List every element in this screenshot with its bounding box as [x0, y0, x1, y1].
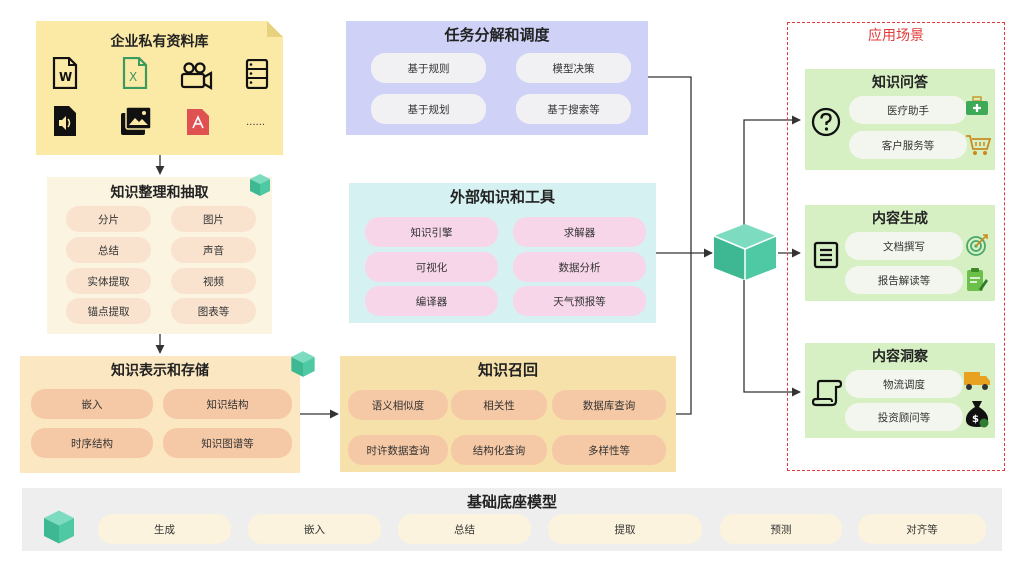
- scroll-icon: [812, 379, 842, 407]
- cube-icon: [40, 509, 78, 545]
- shopping-cart-icon: [965, 133, 991, 157]
- excel-document-icon: X: [122, 57, 148, 89]
- foundation-item: 预测: [720, 514, 842, 544]
- tools-item: 数据分析: [513, 252, 646, 282]
- app-group-generation: 内容生成 文档撰写 报告解读等: [805, 205, 995, 301]
- storage-panel: 知识表示和存储 嵌入 知识结构 时序结构 知识图谱等: [20, 351, 315, 473]
- word-document-icon: W: [52, 57, 78, 89]
- cube-icon: [290, 350, 316, 378]
- video-camera-icon: [180, 62, 214, 90]
- tools-item: 求解器: [513, 217, 646, 247]
- library-note-shape: [36, 21, 283, 155]
- app-item: 投资顾问等: [845, 403, 963, 431]
- more-files-ellipsis: ......: [246, 117, 266, 128]
- applications-title: 应用场景: [868, 28, 924, 44]
- svg-text:X: X: [129, 70, 137, 84]
- organize-item: 视频: [171, 268, 256, 294]
- storage-item: 知识图谱等: [163, 428, 292, 458]
- organize-item: 实体提取: [66, 268, 151, 294]
- line-scheduling-to-hub: [648, 76, 692, 253]
- app-item: 报告解读等: [845, 266, 963, 294]
- foundation-item: 嵌入: [248, 514, 381, 544]
- app-group-title: 内容洞察: [872, 349, 928, 365]
- audio-file-icon: [52, 105, 78, 137]
- foundation-item: 提取: [548, 514, 702, 544]
- storage-title: 知识表示和存储: [111, 363, 209, 379]
- organize-item: 图表等: [171, 298, 256, 324]
- medical-kit-icon: [965, 96, 989, 116]
- app-group-insight: 内容洞察 物流调度 投资顾问等 $: [805, 343, 995, 438]
- scheduling-item: 基于规划: [371, 94, 486, 124]
- svg-text:W: W: [59, 70, 72, 84]
- document-list-icon: [813, 241, 839, 269]
- image-gallery-icon: [120, 106, 152, 136]
- scheduling-item: 基于规则: [371, 53, 486, 83]
- app-group-title: 知识问答: [872, 75, 928, 91]
- private-library-title: 企业私有资料库: [110, 34, 209, 50]
- tools-item: 可视化: [365, 252, 498, 282]
- app-group-qa: 知识问答 医疗助手 客户服务等: [805, 69, 995, 170]
- recall-item: 多样性等: [552, 435, 666, 465]
- foundation-panel: 基础底座模型 生成 嵌入 总结 提取 预测 对齐等: [22, 488, 1002, 551]
- foundation-title: 基础底座模型: [466, 493, 557, 511]
- app-item: 文档撰写: [845, 232, 963, 260]
- tools-item: 编译器: [365, 286, 498, 316]
- organize-title: 知识整理和抽取: [110, 185, 209, 201]
- organize-item: 图片: [171, 206, 256, 232]
- pdf-file-icon: [186, 108, 210, 136]
- svg-text:$: $: [972, 414, 979, 425]
- recall-item: 数据库查询: [552, 390, 666, 420]
- organize-panel: 知识整理和抽取 分片 图片 总结 声音 实体提取 视频 锚点提取 图表等: [47, 174, 272, 334]
- delivery-truck-icon: [963, 369, 991, 391]
- foundation-item: 总结: [398, 514, 531, 544]
- organize-item: 声音: [171, 237, 256, 263]
- question-icon: [811, 107, 841, 137]
- app-group-title: 内容生成: [872, 211, 928, 227]
- app-item: 客户服务等: [849, 131, 967, 159]
- organize-item: 总结: [66, 237, 151, 263]
- scheduling-title: 任务分解和调度: [444, 26, 550, 44]
- storage-item: 时序结构: [31, 428, 153, 458]
- hub-cube-icon: [712, 222, 778, 282]
- storage-item: 嵌入: [31, 389, 153, 419]
- recall-panel: 知识召回 语义相似度 相关性 数据库查询 时许数据查询 结构化查询 多样性等: [340, 356, 676, 472]
- report-edit-icon: [965, 267, 989, 293]
- arrow-hub-to-qa: [743, 115, 801, 228]
- scheduling-item: 模型决策: [516, 53, 631, 83]
- organize-item: 锚点提取: [66, 298, 151, 324]
- tools-item: 天气预报等: [513, 286, 646, 316]
- tools-item: 知识引擎: [365, 217, 498, 247]
- app-item: 物流调度: [845, 370, 963, 398]
- recall-item: 语义相似度: [348, 390, 448, 420]
- recall-item: 相关性: [451, 390, 547, 420]
- line-recall-to-hub: [676, 253, 692, 415]
- organize-item: 分片: [66, 206, 151, 232]
- storage-item: 知识结构: [163, 389, 292, 419]
- money-bag-icon: $: [963, 399, 991, 429]
- app-item: 医疗助手: [849, 96, 967, 124]
- cube-icon: [249, 173, 271, 197]
- recall-item: 时许数据查询: [348, 435, 448, 465]
- arrow-hub-to-insight: [743, 280, 801, 397]
- tools-panel: 外部知识和工具 知识引擎 求解器 可视化 数据分析 编译器 天气预报等: [349, 183, 656, 323]
- recall-item: 结构化查询: [451, 435, 547, 465]
- target-icon: [965, 233, 989, 257]
- database-icon: [245, 59, 269, 89]
- recall-title: 知识召回: [477, 361, 538, 379]
- scheduling-item: 基于搜索等: [516, 94, 631, 124]
- foundation-item: 对齐等: [858, 514, 986, 544]
- foundation-item: 生成: [98, 514, 231, 544]
- tools-title: 外部知识和工具: [449, 188, 555, 206]
- scheduling-panel: 任务分解和调度 基于规则 模型决策 基于规划 基于搜索等: [346, 21, 648, 135]
- applications-panel: 应用场景: [787, 22, 1005, 471]
- private-library-panel: 企业私有资料库 W X ......: [36, 21, 283, 155]
